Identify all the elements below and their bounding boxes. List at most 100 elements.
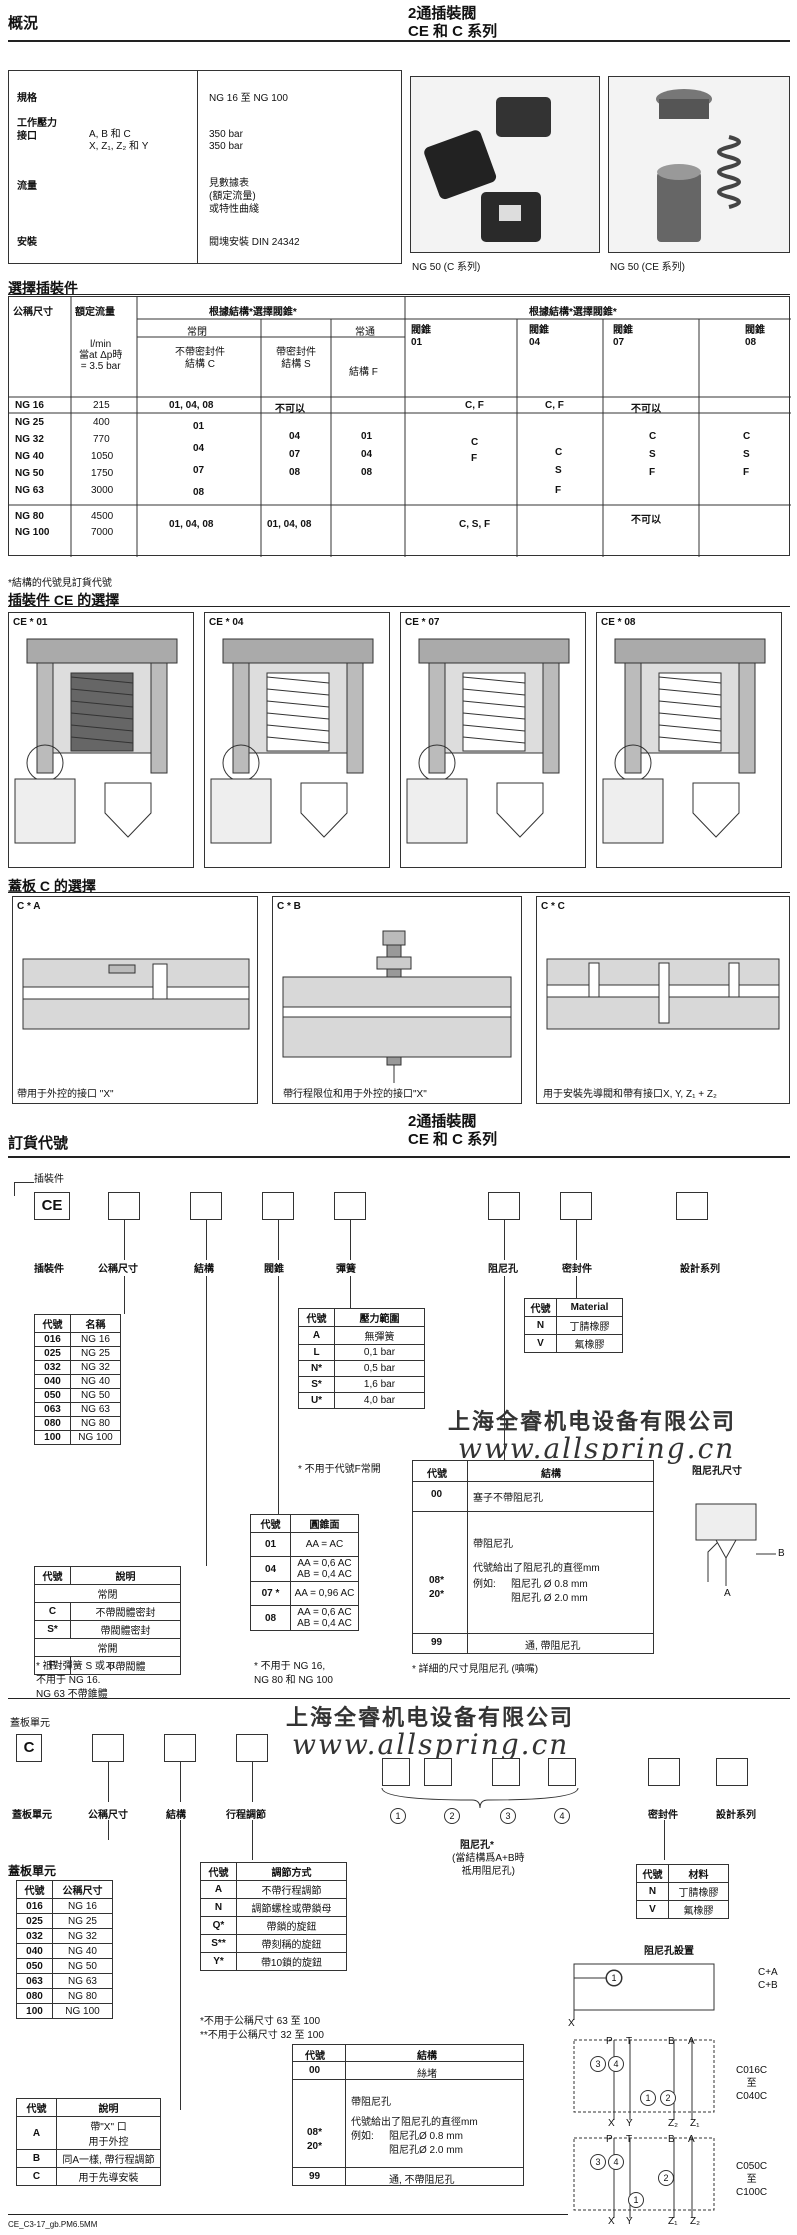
flow-4500: 4500	[91, 511, 114, 522]
code-box-cone[interactable]	[262, 1192, 294, 1220]
v04-c: C	[555, 447, 563, 458]
table-cell: NG 80	[52, 1988, 113, 2004]
v01-c: C	[471, 437, 479, 448]
table-cell: NG 50	[70, 1388, 121, 1403]
col-label-structure: 結構	[194, 1264, 214, 1275]
spec-label-flow: 流量	[17, 181, 37, 192]
cover-box-orifice-2[interactable]	[424, 1758, 452, 1786]
code-box-series[interactable]	[676, 1192, 708, 1220]
col-label-insert: 插裝件	[34, 1264, 64, 1275]
cover-c-text: C	[23, 1739, 35, 1756]
size-ng80: NG 80	[15, 511, 44, 522]
cover-panel-ca: C * A 帶用于外控的接口 "X"	[12, 896, 258, 1104]
v04-f: F	[555, 485, 562, 496]
col-label-spring: 彈簧	[336, 1264, 356, 1275]
table-cell: 不帶行程調節	[236, 1880, 347, 1899]
c-col-07: 07	[193, 465, 205, 476]
cover-code-ca: C * A	[17, 901, 41, 912]
code-box-structure[interactable]	[190, 1192, 222, 1220]
cover-box-structure[interactable]	[164, 1734, 196, 1762]
orifice-size-title: 阻尼孔尺寸	[692, 1466, 742, 1477]
c-select-title: 蓋板 C 的選擇	[8, 878, 96, 894]
ce-insert-drawing	[602, 638, 766, 844]
table-cell: V	[524, 1334, 557, 1353]
insert-footnote: *結構的代號見訂貨代號	[8, 578, 112, 589]
orifice-desc: 代號給出了阻尼孔的直徑mm	[473, 1563, 600, 1574]
table-cell: C	[34, 1602, 71, 1621]
ce-panel-1: CE * 01	[8, 612, 194, 868]
table-cell: 025	[16, 1913, 53, 1929]
header-rule	[8, 40, 790, 42]
orifice-code-08: 08*	[429, 1575, 445, 1586]
orifice-position-1: 1	[390, 1808, 406, 1824]
table-cell: N	[200, 1898, 237, 1917]
cover-box-orifice-3[interactable]	[492, 1758, 520, 1786]
cover-box-orifice-1[interactable]	[382, 1758, 410, 1786]
size-table-header: 代號	[34, 1314, 71, 1333]
table-cell: NG 32	[70, 1360, 121, 1375]
code-box-size[interactable]	[108, 1192, 140, 1220]
place-c3-b: 3	[590, 2154, 606, 2170]
watermark-company-1: 上海全睿机电设备有限公司	[448, 1409, 737, 1435]
col-label-orifice: 阻尼孔	[488, 1264, 518, 1275]
cover-box-orifice-4[interactable]	[548, 1758, 576, 1786]
cover-box-stroke[interactable]	[236, 1734, 268, 1762]
th-struct-f: 結構 F	[349, 367, 378, 378]
table-cell: Q*	[200, 1916, 237, 1935]
table-cell: 040	[34, 1374, 71, 1389]
code-box-seal[interactable]	[560, 1192, 592, 1220]
table-cell: 帶10鎖的旋鈕	[236, 1952, 347, 1971]
code-box-spring[interactable]	[334, 1192, 366, 1220]
table-cell: 080	[16, 1988, 53, 2004]
col-label-size: 公稱尺寸	[98, 1264, 138, 1275]
spec-value-pressure: 350 bar 350 bar	[209, 129, 243, 152]
table-cell: AA = 0,6 AC AB = 0,4 AC	[290, 1605, 359, 1631]
placement-port-z2-2: Z₂	[668, 2118, 678, 2129]
c-col-01: 01	[193, 421, 205, 432]
placement-port-p-1: P	[606, 2036, 613, 2047]
insert-code-label: 插裝件	[34, 1174, 64, 1185]
cover-panel-cb: C * B 帶行程限位和用于外控的接口"X"	[272, 896, 522, 1104]
cover-orifice-desc-99: 通, 不帶阻尼孔	[389, 2175, 455, 2186]
cover-orifice-code-08: 08*	[307, 2127, 323, 2138]
ce-series-insert-image	[656, 89, 741, 242]
cover-box-seal[interactable]	[648, 1758, 680, 1786]
code-box-orifice[interactable]	[488, 1192, 520, 1220]
f-col-08: 08	[361, 467, 373, 478]
flow-770: 770	[93, 434, 110, 445]
table-cell: S*	[34, 1620, 71, 1639]
placement-port-t-3: T	[626, 2134, 633, 2145]
table-cell: 氟橡膠	[668, 1900, 729, 1919]
table-cell: 0,5 bar	[334, 1360, 425, 1377]
table-cell: 帶"X" 口 用于外控	[56, 2116, 161, 2150]
table-cell: 063	[16, 1973, 53, 1989]
placement-port-y-4: Y	[626, 2216, 633, 2227]
cover-box-size[interactable]	[92, 1734, 124, 1762]
place-c4-b: 4	[608, 2154, 624, 2170]
v07-f: F	[649, 467, 656, 478]
s-col-08: 08	[289, 467, 301, 478]
cover-c-drawing	[546, 958, 780, 1030]
orifice-brace	[381, 1787, 579, 1809]
cover-box-series[interactable]	[716, 1758, 748, 1786]
table-cell: 無彈簧	[334, 1326, 425, 1345]
table-cell: 帶閥體密封	[70, 1620, 181, 1639]
size-ng100: NG 100	[15, 527, 50, 538]
table-cell: 不帶閥體密封	[70, 1602, 181, 1621]
table-row: Q*帶鎖的旋鈕	[200, 1916, 347, 1935]
